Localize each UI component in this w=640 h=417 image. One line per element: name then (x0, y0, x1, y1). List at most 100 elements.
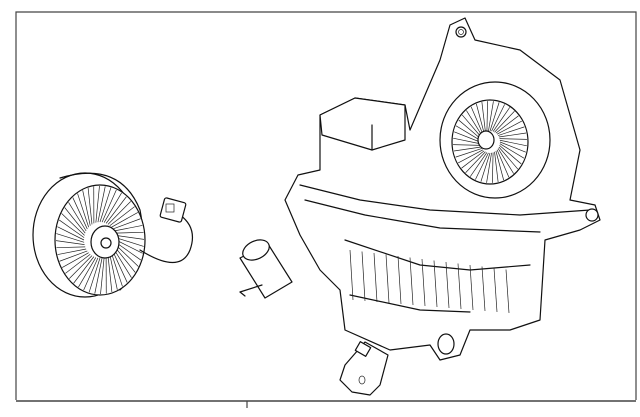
fin (453, 144, 481, 146)
fin (115, 237, 144, 247)
rib (409, 257, 414, 306)
rib (457, 263, 462, 310)
fin (113, 225, 143, 232)
fin (109, 254, 118, 290)
fin (78, 257, 97, 288)
fin (73, 256, 95, 284)
fin (489, 102, 500, 132)
rib (361, 251, 366, 302)
fin (496, 120, 522, 135)
fin (488, 101, 494, 132)
fin (458, 149, 484, 164)
fin (115, 244, 139, 267)
fin (499, 139, 527, 147)
rib (349, 249, 354, 301)
fin (492, 152, 494, 183)
fin (113, 248, 132, 278)
fin (453, 146, 482, 152)
fin (72, 197, 88, 230)
temperature-sensor[interactable] (239, 236, 293, 299)
rib (385, 254, 390, 304)
fin (68, 202, 87, 232)
housing-ribs (349, 249, 510, 314)
rib (397, 255, 402, 305)
fin (475, 103, 485, 134)
fin (497, 148, 514, 174)
rib (373, 252, 378, 303)
fin (461, 150, 485, 169)
fin (496, 149, 510, 178)
fin (498, 132, 527, 138)
fin (55, 240, 85, 246)
fin (112, 218, 141, 230)
fin (492, 107, 511, 132)
fin (114, 231, 144, 234)
fin (65, 254, 91, 274)
housing-wheel-fins (453, 101, 527, 183)
fin (100, 257, 105, 295)
fin (109, 206, 135, 226)
rib (469, 264, 474, 311)
fin (112, 250, 128, 283)
fin (56, 233, 85, 243)
fin (499, 143, 525, 159)
fin (110, 252, 123, 287)
fin (57, 226, 85, 241)
diagram-frame (15, 11, 637, 408)
fin (64, 207, 86, 234)
fin (83, 257, 99, 291)
fin (495, 150, 505, 181)
fin (94, 257, 103, 294)
fin (475, 152, 489, 180)
fin (56, 246, 86, 249)
fin (498, 146, 519, 170)
fin (469, 152, 488, 177)
fin (61, 252, 89, 268)
fin (97, 186, 106, 223)
fin (103, 192, 122, 223)
fin (58, 219, 85, 238)
fin (82, 190, 91, 226)
fin (115, 234, 145, 240)
mode-door-actuator[interactable] (339, 341, 389, 396)
fin (494, 151, 499, 183)
fin (111, 212, 139, 228)
fin (114, 246, 136, 273)
fin (105, 196, 127, 224)
fin (88, 257, 101, 293)
fin (481, 101, 486, 133)
blower-housing-assembly[interactable] (284, 17, 601, 361)
fin (69, 255, 93, 279)
wheel-fins (55, 185, 145, 295)
fin (491, 104, 505, 132)
fin (99, 187, 112, 223)
blower-motor-wheel[interactable] (32, 172, 146, 298)
fin (486, 152, 492, 183)
fin (466, 110, 483, 136)
rib (505, 269, 510, 314)
fin (61, 213, 85, 236)
fin (77, 193, 90, 228)
fin (499, 138, 527, 140)
fin (95, 185, 100, 223)
fin (494, 110, 515, 133)
rib (421, 258, 426, 307)
fin (461, 114, 482, 138)
fin (57, 248, 87, 255)
fin (455, 148, 483, 158)
fin (499, 145, 522, 165)
fin (107, 255, 113, 293)
fin (87, 187, 93, 225)
fin (495, 115, 519, 134)
rib (493, 267, 498, 313)
fin (486, 101, 488, 132)
motor-connector[interactable] (139, 197, 193, 263)
fin (115, 239, 143, 254)
fin (454, 131, 481, 143)
rib (481, 266, 486, 312)
fin (453, 137, 481, 145)
fin (115, 242, 142, 261)
fin (480, 152, 491, 182)
fin (497, 126, 525, 136)
